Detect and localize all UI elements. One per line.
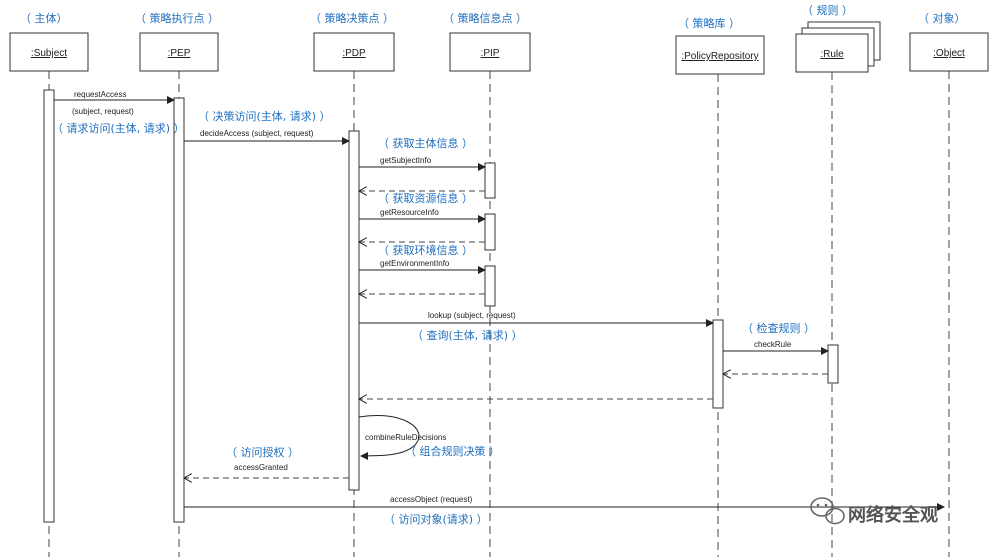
participant-box-pip: :PIP <box>449 32 531 72</box>
participant-cn-pep: （ 策略执行点 ） <box>135 11 219 25</box>
label-decide-access: decideAccess (subject, request) <box>200 129 314 138</box>
chat-bubble-icon <box>810 497 845 525</box>
participant-cn-object: （ 对象） <box>918 11 966 25</box>
label-access-granted: accessGranted <box>234 463 288 472</box>
label-lookup: lookup (subject, request) <box>428 311 516 320</box>
participant-label-pdp: :PDP <box>342 48 366 59</box>
label-request-access-args: (subject, request) <box>72 107 134 116</box>
watermark-text: 网络安全观 <box>848 504 938 526</box>
label-request-access-cn: （ 请求访问(主体, 请求) ） <box>52 121 185 135</box>
label-get-subject-info-cn: （ 获取主体信息 ） <box>378 136 473 150</box>
participant-label-pep: :PEP <box>168 48 191 59</box>
label-access-object: accessObject (request) <box>390 495 473 504</box>
activation-rule <box>827 344 839 384</box>
participant-cn-subject: （ 主体） <box>20 11 68 25</box>
activation-bars <box>43 89 839 523</box>
label-access-object-cn: （ 访问对象(请求) ） <box>384 512 488 526</box>
label-get-subject-info: getSubjectInfo <box>380 156 432 165</box>
activation-subject <box>43 89 55 523</box>
participant-cn-rule: （ 规则 ） <box>802 3 853 17</box>
label-get-resource-info-cn: （ 获取资源信息 ） <box>378 191 473 205</box>
activation-pep <box>173 97 185 523</box>
participant-label-pip: :PIP <box>481 48 500 59</box>
activation-pdp <box>348 130 360 491</box>
participant-label-rule: :Rule <box>820 49 844 60</box>
activation-repo <box>712 319 724 409</box>
message-combine-rule-decisions <box>358 415 420 460</box>
watermark: 网络安全观 <box>810 497 938 526</box>
participant-cn-pip: （ 策略信息点 ） <box>443 11 527 25</box>
participant-cn-repo: （ 策略库 ） <box>678 16 740 30</box>
participant-box-pdp: :PDP <box>313 32 395 72</box>
label-request-access: requestAccess <box>74 90 126 99</box>
participant-box-repo: :PolicyRepository <box>675 35 765 75</box>
participant-box-object: :Object <box>909 32 989 72</box>
label-get-env-info-cn: （ 获取环境信息 ） <box>378 243 473 257</box>
participant-label-subject: :Subject <box>31 48 67 59</box>
participant-label-object: :Object <box>933 48 965 59</box>
participant-box-rule: :Rule <box>795 21 881 73</box>
label-lookup-cn: （ 查询(主体, 请求) ） <box>412 328 523 342</box>
participant-box-pep: :PEP <box>139 32 219 72</box>
participant-box-subject: :Subject <box>9 32 89 72</box>
participant-label-repo: :PolicyRepository <box>681 51 758 62</box>
activation-pip-3 <box>484 265 496 307</box>
participant-cn-pdp: （ 策略决策点 ） <box>310 11 394 25</box>
label-get-resource-info: getResourceInfo <box>380 208 439 217</box>
label-access-granted-cn: （ 访问授权 ） <box>226 445 299 459</box>
activation-pip-1 <box>484 162 496 199</box>
label-get-env-info: getEnvironmentInfo <box>380 259 450 268</box>
label-check-rule: checkRule <box>754 340 792 349</box>
label-decide-access-cn: （ 决策访问(主体, 请求) ） <box>198 109 331 123</box>
activation-pip-2 <box>484 213 496 251</box>
label-combine-cn: （ 组合规则决策 ） <box>405 444 500 458</box>
label-combine: combineRuleDecisions <box>365 433 446 442</box>
label-check-rule-cn: （ 检查规则 ） <box>742 321 815 335</box>
